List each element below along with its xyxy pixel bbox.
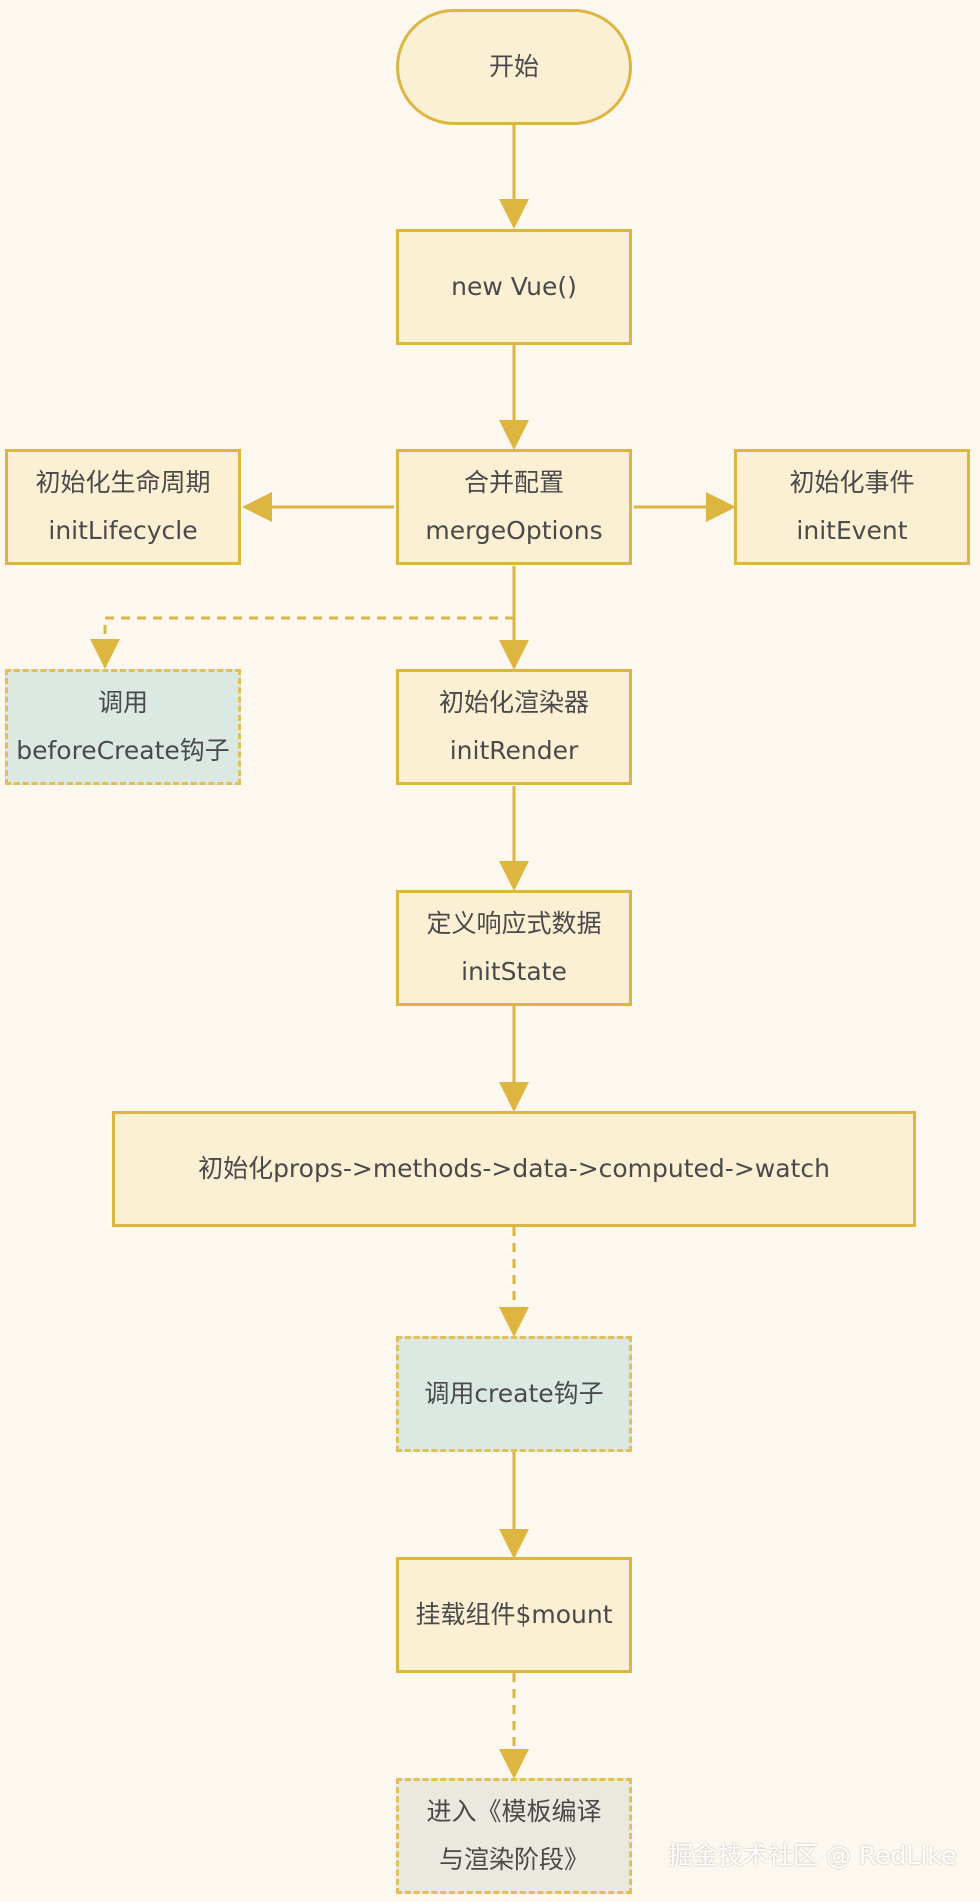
init-lifecycle-code: initLifecycle — [48, 516, 198, 545]
init-lifecycle-title: 初始化生命周期 — [35, 468, 211, 497]
init-render-code: initRender — [449, 736, 579, 765]
init-render-node: 初始化渲染器 initRender — [396, 669, 632, 785]
merge-options-code: mergeOptions — [425, 516, 603, 545]
init-event-node: 初始化事件 initEvent — [734, 449, 970, 565]
new-vue-label: new Vue() — [451, 272, 577, 301]
compile-stage-line2: 与渲染阶段》 — [438, 1845, 589, 1874]
created-hook-node: 调用create钩子 — [396, 1336, 632, 1452]
before-create-code: beforeCreate钩子 — [16, 736, 230, 765]
init-state-title: 定义响应式数据 — [426, 909, 602, 938]
init-event-code: initEvent — [796, 516, 908, 545]
new-vue-node: new Vue() — [396, 229, 632, 345]
merge-options-node: 合并配置 mergeOptions — [396, 449, 632, 565]
init-order-node: 初始化props->methods->data->computed->watch — [112, 1111, 916, 1227]
init-lifecycle-node: 初始化生命周期 initLifecycle — [5, 449, 241, 565]
init-state-node: 定义响应式数据 initState — [396, 890, 632, 1006]
init-order-label: 初始化props->methods->data->computed->watch — [198, 1154, 830, 1183]
init-render-title: 初始化渲染器 — [438, 688, 589, 717]
before-create-title: 调用 — [97, 688, 148, 717]
init-state-code: initState — [461, 957, 567, 986]
created-hook-label: 调用create钩子 — [424, 1379, 604, 1408]
compile-stage-node: 进入《模板编译 与渲染阶段》 — [396, 1778, 632, 1894]
init-event-title: 初始化事件 — [789, 468, 915, 497]
start-label: 开始 — [488, 52, 539, 81]
dashed-arrow-to-before-create — [90, 616, 514, 669]
watermark: 掘金技术社区 @ RedLike — [668, 1841, 957, 1870]
mount-node: 挂载组件$mount — [396, 1557, 632, 1673]
merge-options-title: 合并配置 — [463, 468, 564, 497]
start-node: 开始 — [396, 9, 632, 125]
compile-stage-line1: 进入《模板编译 — [426, 1797, 602, 1826]
mount-label: 挂载组件$mount — [415, 1600, 613, 1629]
before-create-hook-node: 调用 beforeCreate钩子 — [5, 669, 241, 785]
